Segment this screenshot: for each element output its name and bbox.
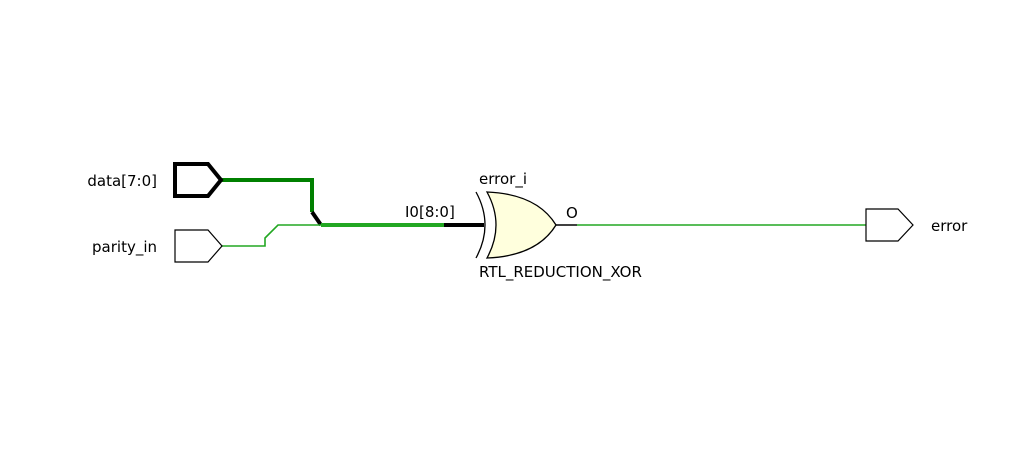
input-port-data[interactable]: data[7:0]: [87, 162, 224, 198]
output-port-label: error: [931, 217, 968, 235]
input-port-parity-in[interactable]: parity_in: [92, 229, 223, 263]
xor-gate-icon: [485, 191, 557, 259]
cell-type-label: RTL_REDUCTION_XOR: [479, 263, 642, 282]
net-parity-in[interactable]: [222, 224, 321, 247]
xor-input-arc: [475, 191, 486, 259]
output-port-icon: [865, 208, 914, 242]
input-port-label: parity_in: [92, 238, 157, 257]
cell-instance-name: error_i: [479, 170, 527, 189]
cell-output-pin-label: O: [566, 204, 578, 222]
output-port-error[interactable]: error: [865, 208, 968, 242]
input-port-icon: [174, 229, 223, 263]
cell-input-pin-label: I0[8:0]: [405, 203, 455, 221]
input-port-icon: [173, 162, 224, 198]
xor-cell[interactable]: error_i I0[8:0] O RTL_REDUCTION_XOR: [405, 170, 642, 282]
input-port-label: data[7:0]: [87, 172, 157, 190]
net-data[interactable]: [221, 178, 323, 227]
